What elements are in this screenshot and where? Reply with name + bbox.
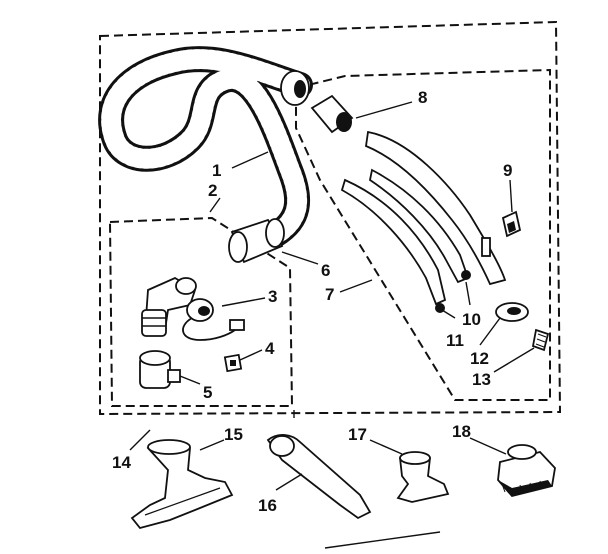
callout-15: 15	[224, 425, 243, 444]
leader-lines	[129, 101, 535, 491]
outer-kit-boundary	[99, 20, 562, 416]
callout-17: 17	[348, 425, 367, 444]
hose-coupling	[228, 218, 285, 264]
edge-rule	[324, 531, 441, 549]
spring	[531, 328, 550, 352]
callout-14: 14	[112, 453, 131, 472]
callout-2: 2	[208, 181, 217, 200]
callout-4: 4	[265, 339, 275, 358]
callout-11: 11	[446, 331, 464, 350]
swivel-elbow	[141, 276, 197, 337]
group-boundaries	[99, 20, 562, 416]
callout-3: 3	[268, 287, 277, 306]
wand-assembly-boundary	[295, 68, 551, 401]
callout-13: 13	[472, 370, 491, 389]
dusting-brush	[497, 444, 556, 498]
crevice-tool	[266, 434, 372, 520]
wand-clip	[501, 210, 522, 238]
flexible-hose	[98, 46, 313, 248]
swivel-cap	[139, 350, 181, 389]
callout-10: 10	[462, 310, 481, 329]
hose-assembly-boundary	[108, 216, 294, 407]
callout-1: 1	[212, 161, 221, 180]
extension-wands	[340, 130, 507, 313]
small-clip	[223, 353, 243, 373]
cord-clip	[182, 298, 245, 341]
callout-7: 7	[325, 285, 334, 304]
upholstery-tool	[396, 451, 450, 503]
callout-8: 8	[418, 88, 427, 107]
callout-12: 12	[470, 349, 489, 368]
callout-18: 18	[452, 422, 471, 441]
callout-5: 5	[203, 383, 212, 402]
floor-tool	[130, 439, 234, 530]
callout-6: 6	[321, 261, 330, 280]
wand-coupler	[310, 94, 354, 134]
callout-16: 16	[258, 496, 277, 515]
callout-labels: 1 2 3 4 5 6 7 8 9 10 11 12 13 14 15 16 1…	[112, 88, 512, 515]
wand-latch	[495, 302, 529, 322]
callout-9: 9	[503, 161, 512, 180]
